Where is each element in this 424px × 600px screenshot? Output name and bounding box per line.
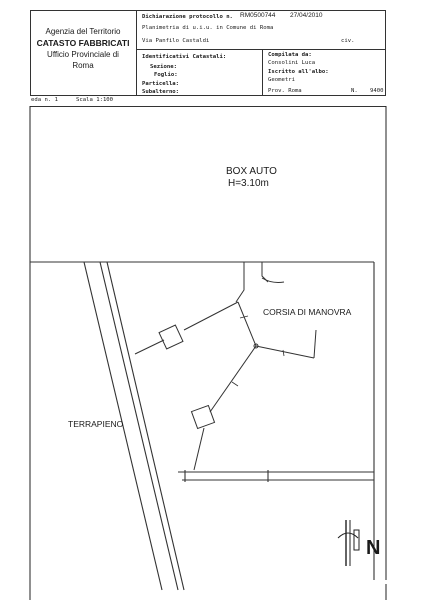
conduit-line	[255, 345, 315, 359]
province-label: Prov. Roma	[268, 88, 302, 94]
plan-title: Planimetria di u.i.u. in Comune di Roma	[142, 25, 274, 31]
registered-value: Geometri	[268, 77, 295, 83]
office-name: Ufficio Provinciale di	[47, 50, 119, 59]
junction-box	[158, 324, 184, 350]
declaration-date: 27/04/2010	[290, 12, 323, 19]
parcel-label: Particella:	[142, 81, 180, 87]
agency-name: Agenzia del Territorio	[45, 27, 121, 36]
declaration-label: Dichiarazione protocollo n.	[142, 14, 233, 20]
registered-label: Iscritto all'albo:	[268, 69, 329, 75]
scheda-label: eda n. 1	[31, 97, 58, 103]
embankment-label: TERRAPIENO	[68, 419, 124, 429]
junction-box	[190, 404, 216, 430]
conduit-line	[134, 339, 165, 355]
conduit-line	[237, 301, 257, 347]
room-height: H=3.10m	[228, 178, 269, 189]
identifiers-label: Identificativi Catastali:	[142, 54, 227, 60]
scale-label: Scala 1:100	[76, 97, 114, 103]
conduit-line	[183, 301, 239, 331]
number-value: 9400	[370, 88, 384, 94]
scale-row	[30, 96, 386, 107]
subaltern-label: Subalterno:	[142, 89, 180, 95]
room-name: BOX AUTO	[226, 166, 277, 177]
header-divider	[136, 10, 137, 96]
junction-node	[253, 343, 259, 349]
slanted-wall-inner-2	[106, 261, 185, 591]
address: Via Panfilo Castaldi	[142, 38, 210, 44]
declaration-number: RM0500744	[240, 12, 276, 19]
conduit-line	[193, 427, 205, 471]
sheet-label: Foglio:	[154, 72, 178, 78]
maneuver-lane-label: CORSIA DI MANOVRA	[263, 307, 352, 317]
slanted-wall-inner	[99, 261, 179, 591]
conduit-line	[313, 329, 317, 359]
civic-label: civ.	[341, 38, 355, 44]
section-label: Sezione:	[150, 64, 177, 70]
office-city: Roma	[72, 61, 94, 70]
north-arrow-label: N	[366, 537, 381, 559]
header-frame	[30, 10, 386, 96]
north-arrow-group	[337, 520, 360, 566]
conduit-line	[209, 345, 257, 413]
wall-curve	[261, 277, 285, 283]
number-label: N.	[351, 88, 358, 94]
header-divider	[262, 49, 263, 96]
registry-name: CATASTO FABBRICATI	[36, 38, 130, 48]
header-divider	[136, 49, 386, 50]
compiled-label: Compilata da:	[268, 52, 312, 58]
wall-stub	[235, 262, 245, 303]
compiled-name: Consolini Luca	[268, 60, 316, 66]
slanted-wall-outer	[83, 261, 163, 591]
